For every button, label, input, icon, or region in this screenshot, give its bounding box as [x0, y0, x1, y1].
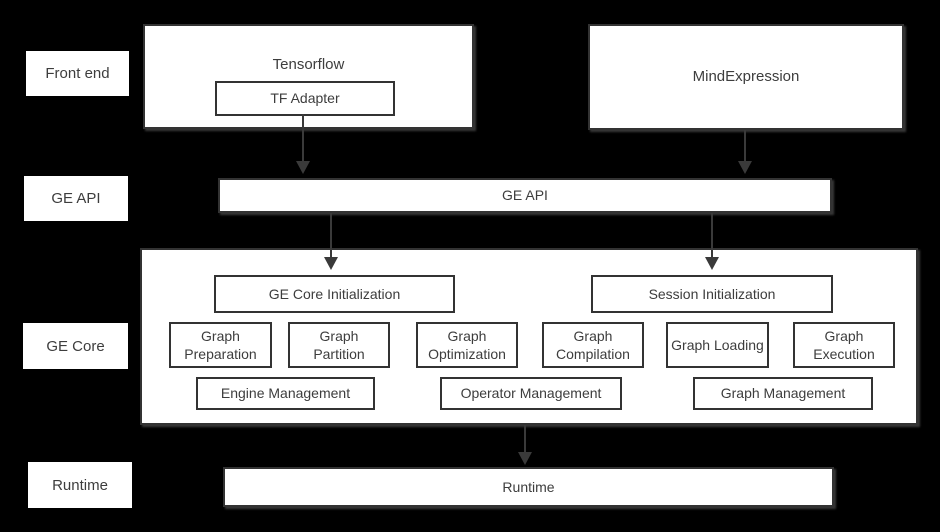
arrow-head-icon: [518, 452, 532, 465]
graph-compilation-label: Graph Compilation: [556, 327, 630, 362]
arrow-head-icon: [738, 161, 752, 174]
arrow-line: [744, 130, 746, 162]
ge-core-box: GE Core Initialization Session Initializ…: [140, 248, 918, 425]
graph-execution-box: Graph Execution: [793, 322, 895, 368]
graph-compilation-box: Graph Compilation: [542, 322, 644, 368]
arrow-line: [302, 114, 304, 162]
graph-preparation-label: Graph Preparation: [184, 327, 257, 362]
layer-label-runtime: Runtime: [28, 462, 132, 508]
operator-management-label: Operator Management: [460, 385, 602, 402]
graph-optimization-box: Graph Optimization: [416, 322, 518, 368]
graph-partition-box: Graph Partition: [288, 322, 390, 368]
graph-management-box: Graph Management: [693, 377, 873, 410]
graph-partition-label: Graph Partition: [313, 327, 365, 362]
tf-adapter-box: TF Adapter: [215, 81, 395, 116]
engine-management-label: Engine Management: [220, 385, 351, 402]
graph-loading-box: Graph Loading: [666, 322, 769, 368]
mindexpression-box: MindExpression: [588, 24, 904, 130]
arrow-head-icon: [324, 257, 338, 270]
layer-label-front-end: Front end: [26, 51, 129, 96]
ge-api-bar-label: GE API: [502, 187, 548, 204]
session-initialization-box: Session Initialization: [591, 275, 833, 313]
layer-label-ge-core-text: GE Core: [46, 337, 105, 355]
tensorflow-box: Tensorflow TF Adapter: [143, 24, 474, 129]
graph-management-label: Graph Management: [720, 385, 846, 402]
operator-management-box: Operator Management: [440, 377, 622, 410]
mindexpression-label: MindExpression: [692, 68, 800, 86]
tensorflow-title: Tensorflow: [272, 56, 345, 73]
graph-loading-label: Graph Loading: [671, 336, 764, 353]
ge-core-initialization-box: GE Core Initialization: [214, 275, 455, 313]
layer-label-front-end-text: Front end: [45, 65, 110, 82]
layer-label-ge-api-text: GE API: [51, 190, 101, 207]
tf-adapter-label: TF Adapter: [270, 90, 340, 107]
ge-core-initialization-label: GE Core Initialization: [268, 285, 401, 302]
arrow-line: [330, 213, 332, 258]
arrow-line: [524, 425, 526, 453]
graph-optimization-label: Graph Optimization: [428, 327, 506, 362]
runtime-bar: Runtime: [223, 467, 834, 507]
layer-label-ge-core: GE Core: [23, 323, 128, 369]
layer-label-runtime-text: Runtime: [52, 476, 108, 494]
graph-execution-label: Graph Execution: [813, 327, 875, 362]
layer-label-ge-api: GE API: [24, 176, 128, 221]
engine-management-box: Engine Management: [196, 377, 375, 410]
ge-api-bar: GE API: [218, 178, 832, 213]
arrow-line: [711, 213, 713, 258]
runtime-bar-label: Runtime: [502, 478, 555, 495]
session-initialization-label: Session Initialization: [648, 285, 776, 302]
arrow-head-icon: [296, 161, 310, 174]
arrow-head-icon: [705, 257, 719, 270]
graph-preparation-box: Graph Preparation: [169, 322, 272, 368]
